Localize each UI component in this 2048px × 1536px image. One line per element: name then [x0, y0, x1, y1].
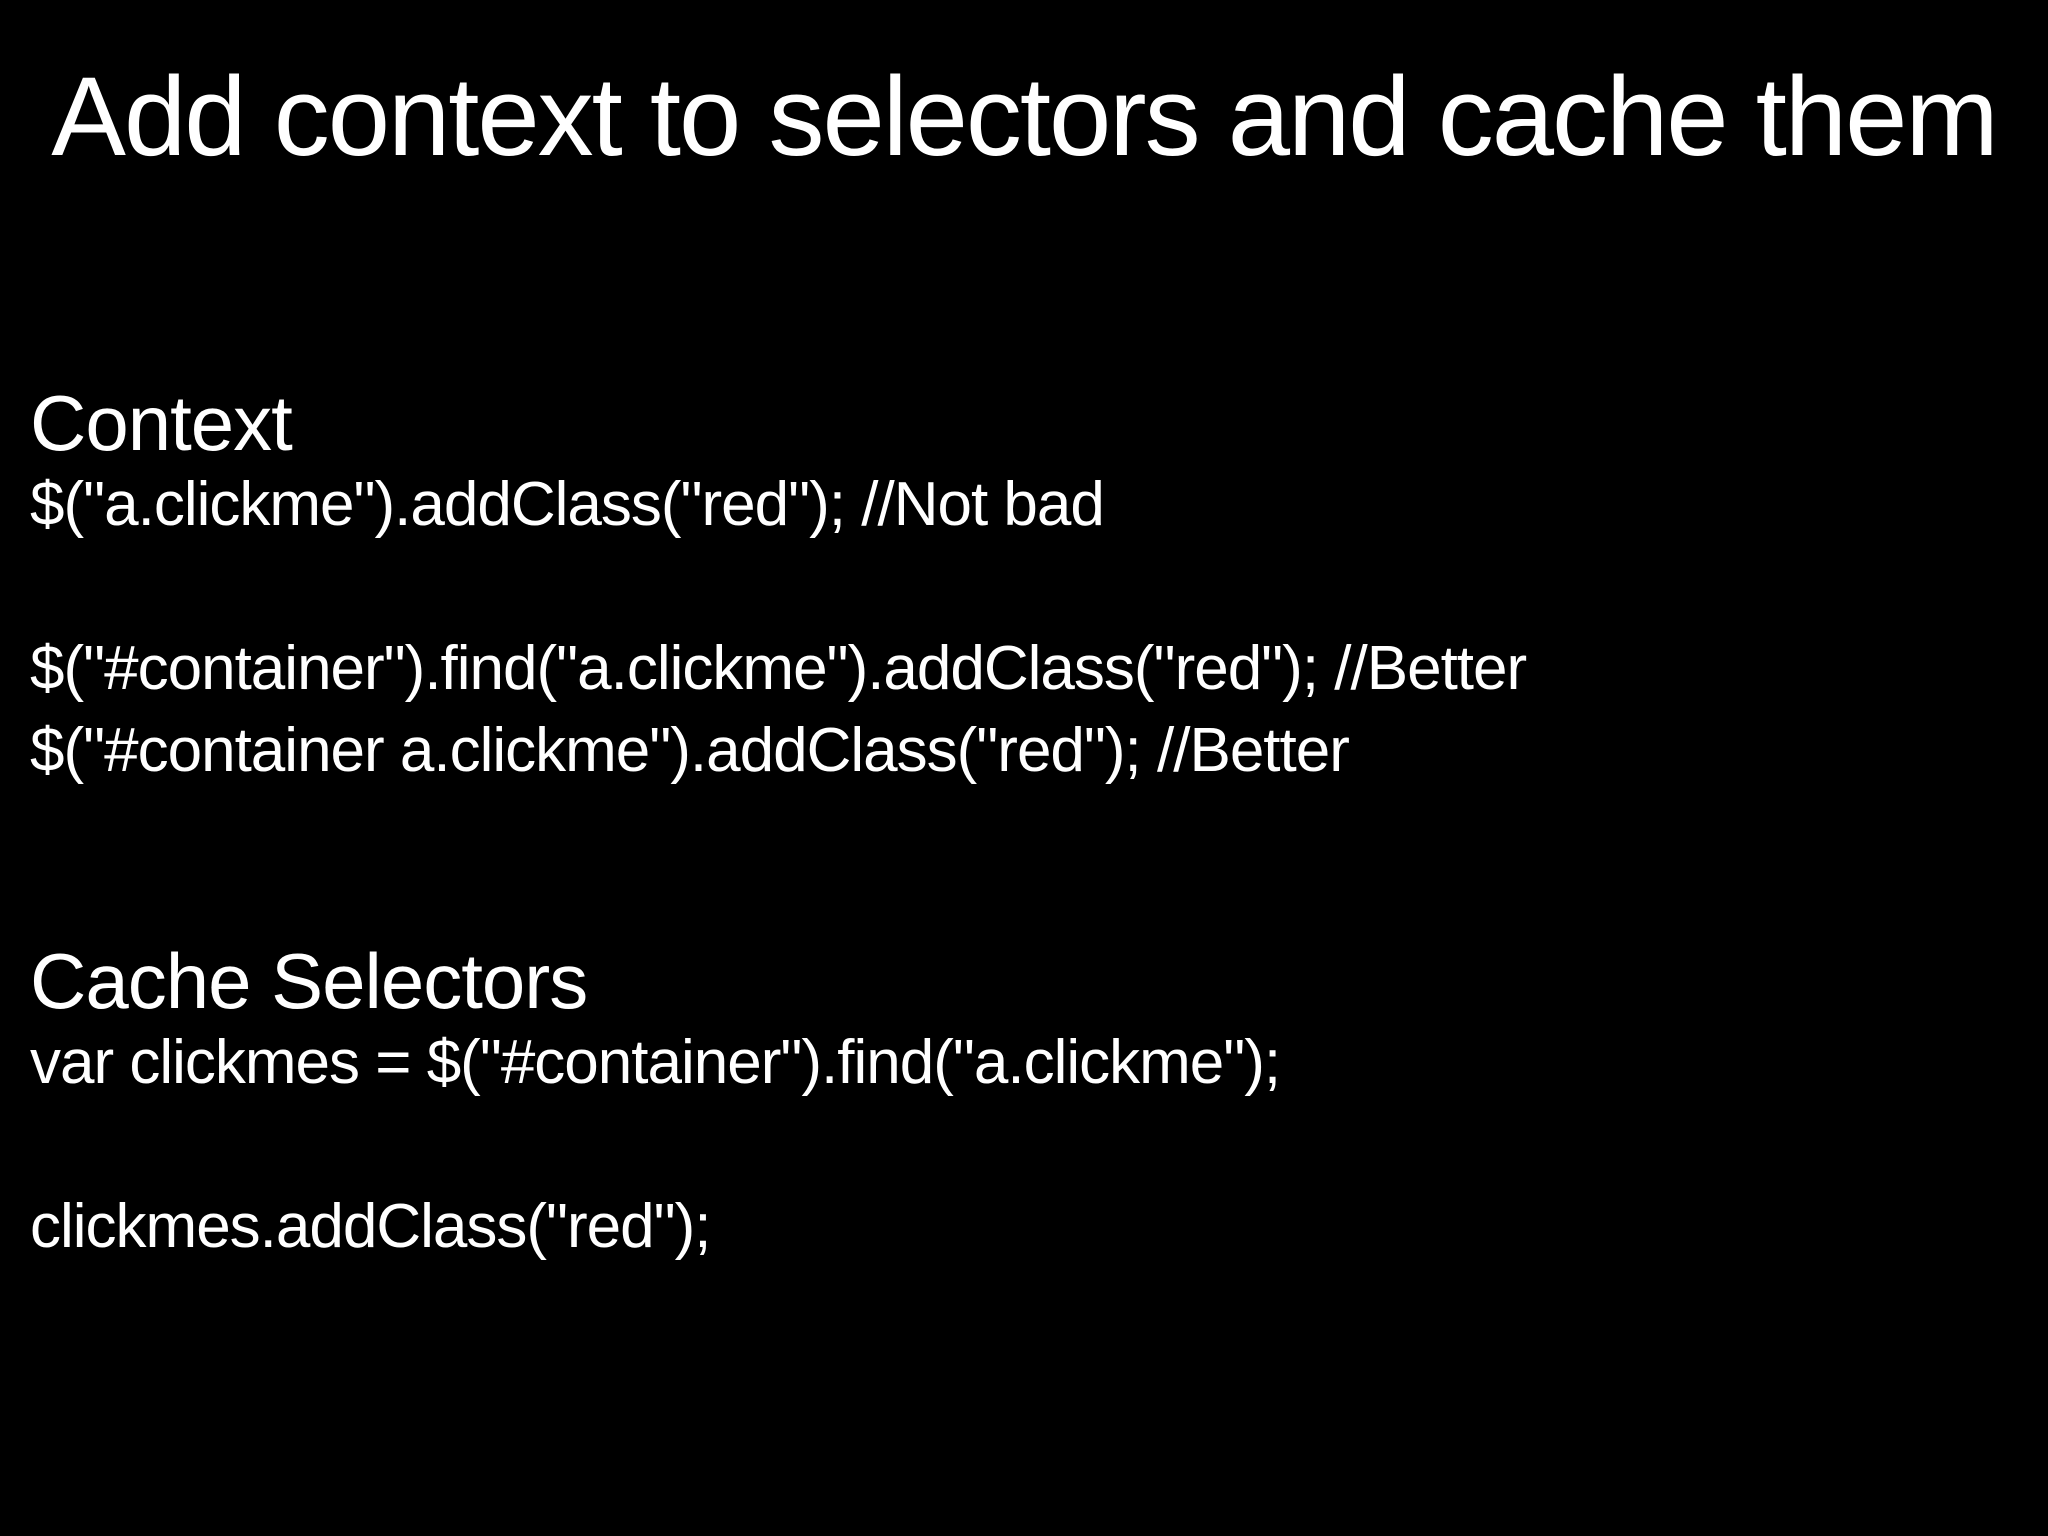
slide-content: Context $("a.clickme").addClass("red"); …: [30, 382, 2028, 1268]
code-line-var-clickmes: var clickmes = $("#container").find("a.c…: [30, 1028, 1281, 1097]
section-context: Context $("a.clickme").addClass("red"); …: [30, 382, 2028, 792]
code-line-blank: [30, 546, 2028, 628]
section-context-heading: Context: [30, 379, 293, 467]
code-line-blank: [30, 1104, 2028, 1186]
code-line-not-bad: $("a.clickme").addClass("red"); //Not ba…: [30, 470, 1105, 539]
section-cache-selectors: Cache Selectors var clickmes = $("#conta…: [30, 940, 2028, 1268]
code-line-descendant-better: $("#container a.clickme").addClass("red"…: [30, 716, 1350, 785]
code-line-clickmes-addclass: clickmes.addClass("red");: [30, 1192, 712, 1261]
section-cache-heading: Cache Selectors: [30, 937, 588, 1025]
code-line-find-better: $("#container").find("a.clickme").addCla…: [30, 634, 1527, 703]
slide-title: Add context to selectors and cache them: [51, 54, 1998, 179]
